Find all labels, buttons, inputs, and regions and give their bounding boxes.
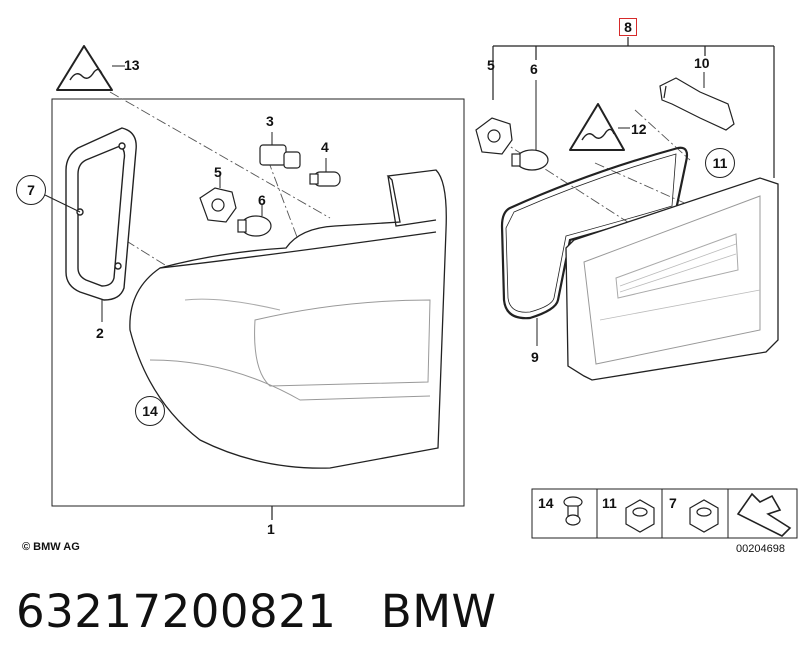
callout-9: 9 [531,349,539,365]
callout-7: 7 [16,175,46,205]
diagram-id: 00204698 [736,543,785,555]
part-number: 63217200821 [16,585,337,638]
table-label-7: 7 [669,495,677,511]
callout-6-left: 6 [258,192,266,208]
callout-13: 13 [124,57,140,73]
bulb-socket-right [475,117,513,155]
bulb-left [237,215,272,237]
copyright-text: © BMW AG [22,541,80,553]
bracket-part-10 [659,77,735,131]
callout-10: 10 [694,55,710,71]
nut-icon [625,499,655,533]
callout-5-right: 5 [487,57,495,73]
brand-name: BMW [380,585,497,638]
callout-6-right: 6 [530,61,538,77]
callout-5-left: 5 [214,164,222,180]
footer-title: 63217200821 BMW [16,585,497,638]
screw-icon [563,496,583,526]
socket-part-3 [259,144,301,169]
bulb-part-4 [309,171,341,187]
outer-light-frame [51,98,465,507]
callout-1: 1 [267,521,275,537]
callout-3: 3 [266,113,274,129]
callout-8: 8 [619,18,637,36]
parts-diagram [44,37,798,539]
arrow-icon [736,492,792,537]
bulb-socket-left [199,187,237,223]
table-label-11: 11 [602,495,617,511]
bulb-right [511,149,549,171]
callout-4: 4 [321,139,329,155]
gasket [65,127,137,301]
callout-2: 2 [96,325,104,341]
callout-11: 11 [705,148,735,178]
nut-icon [689,499,719,533]
inner-tail-light [565,177,779,381]
callout-12: 12 [631,121,647,137]
warning-triangle-icon [569,103,630,151]
hardware-table [531,488,798,539]
outer-tail-light [129,169,447,469]
table-label-14: 14 [538,495,554,511]
warning-triangle-icon [56,45,125,91]
callout-14: 14 [135,396,165,426]
